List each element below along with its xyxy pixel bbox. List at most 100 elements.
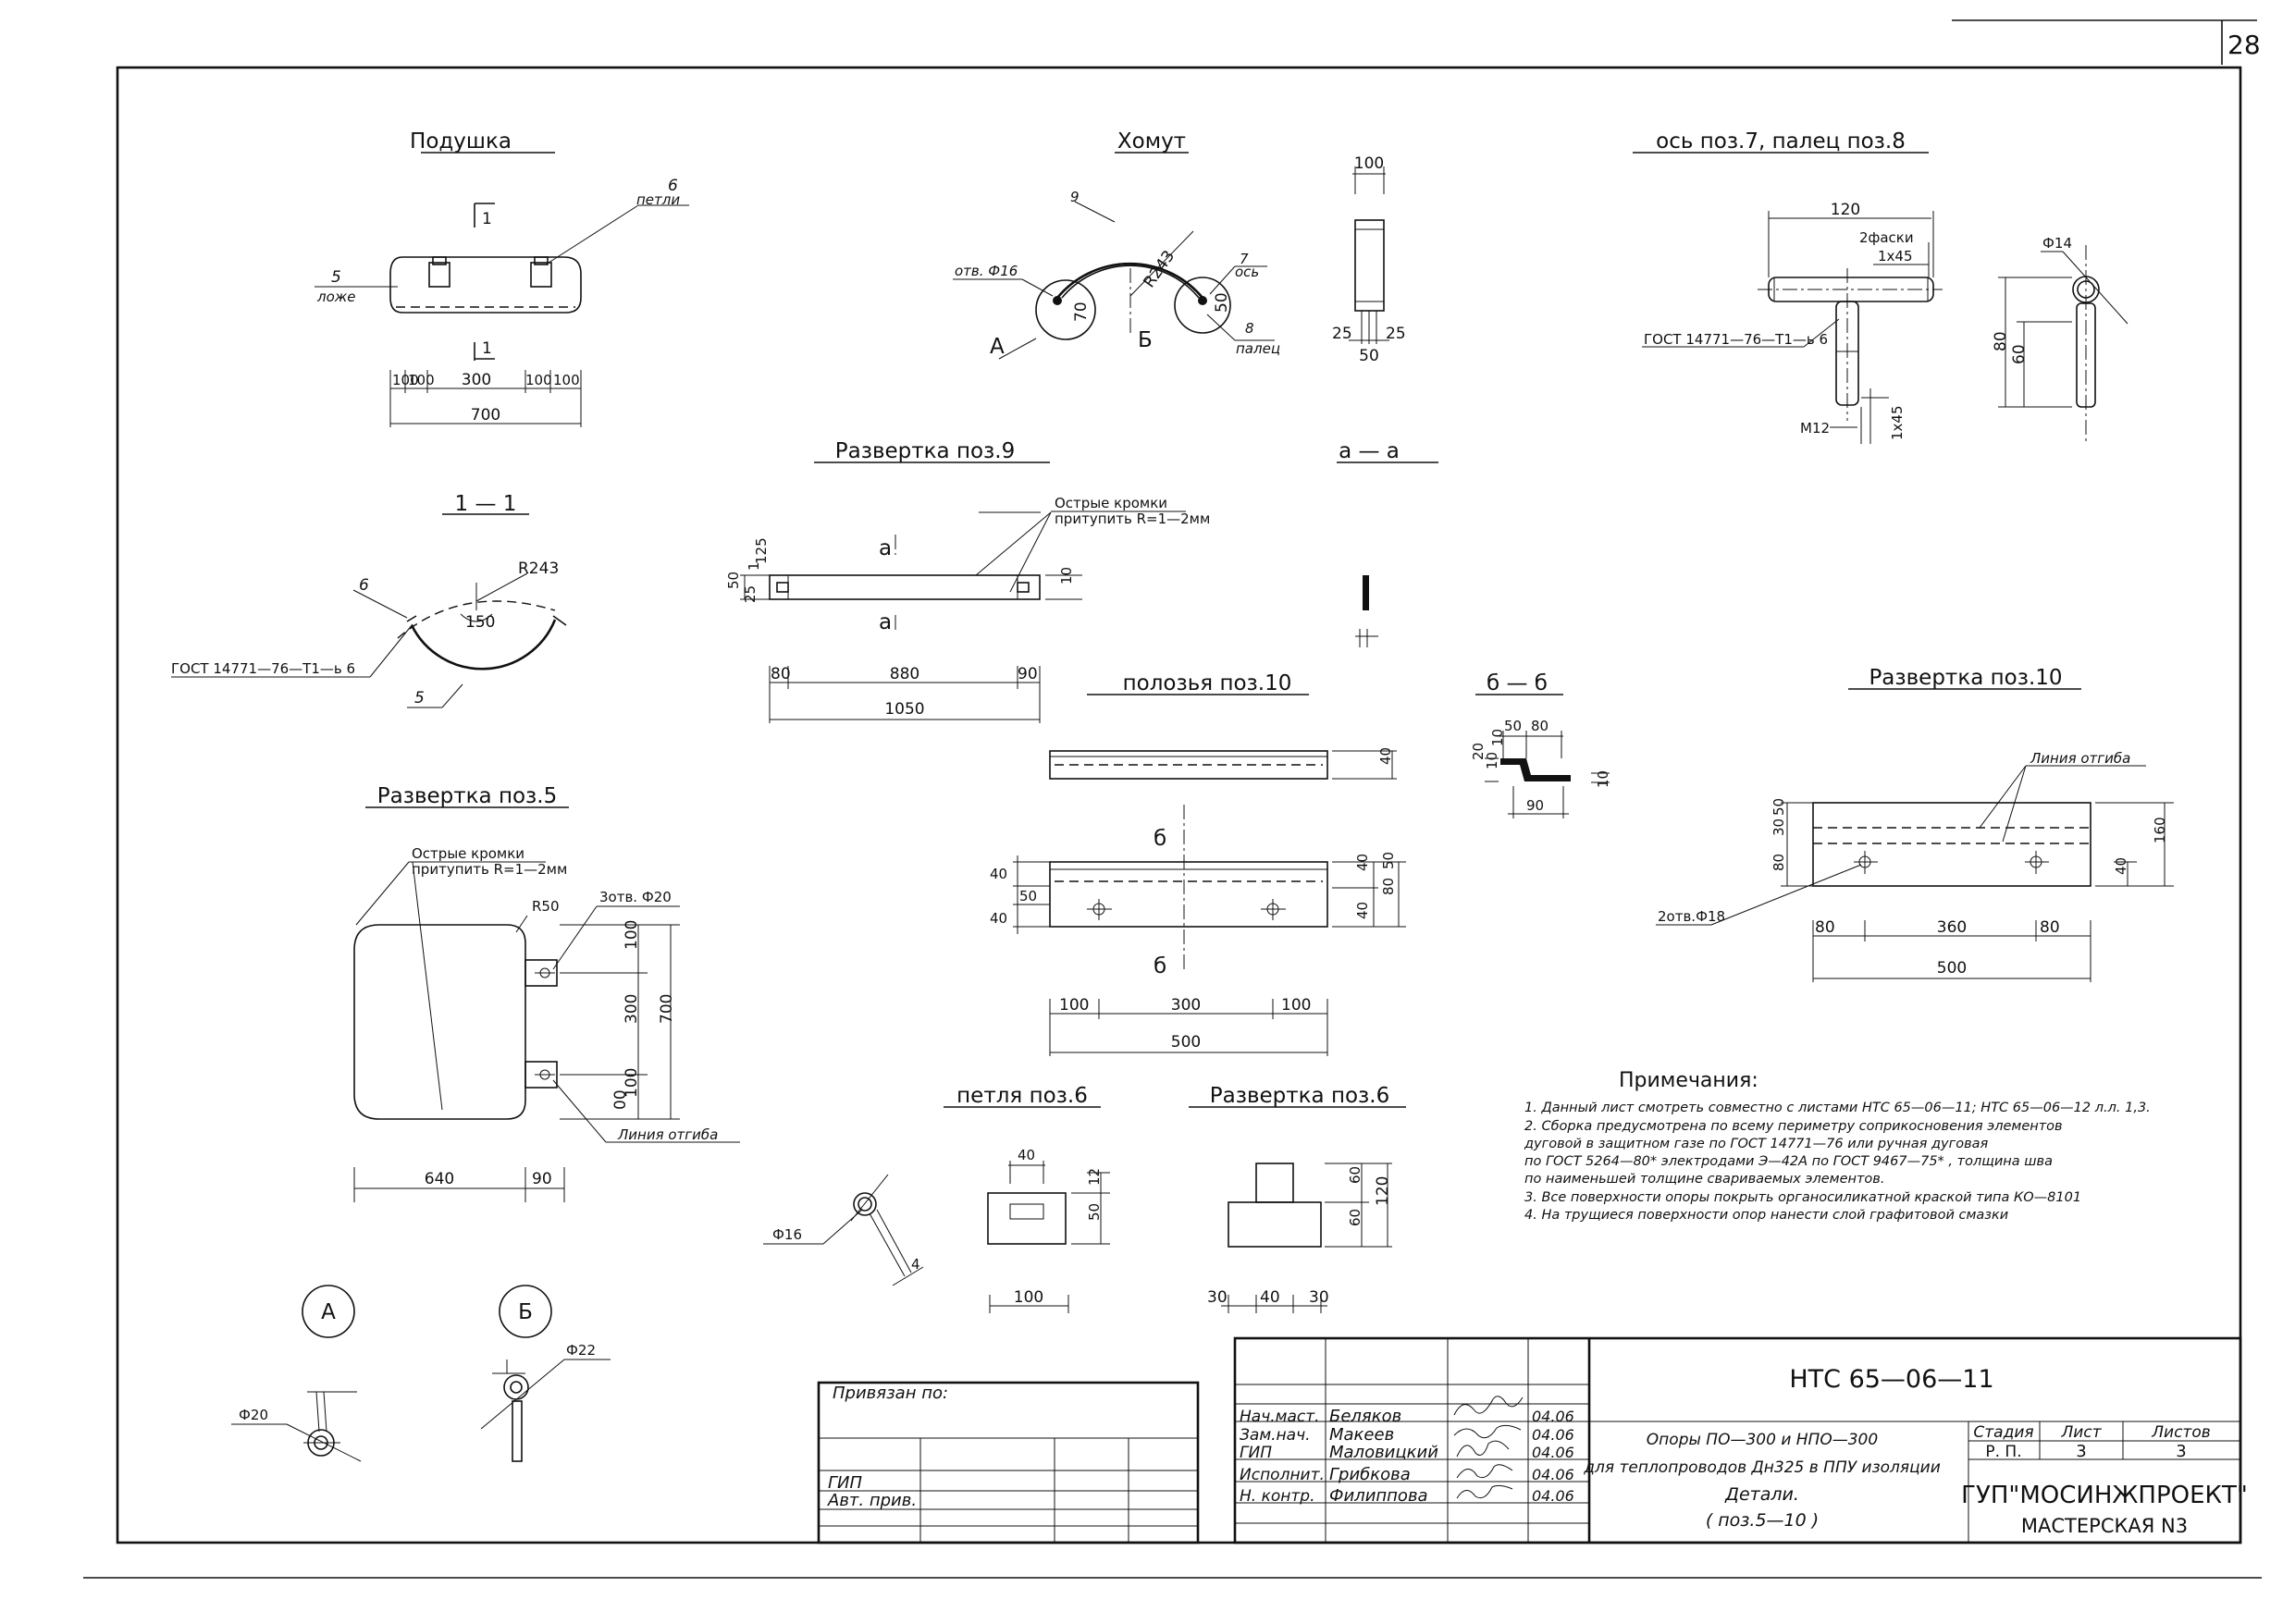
svg-text:500: 500	[1937, 959, 1967, 978]
detail-b: Б Ф22	[480, 1285, 611, 1462]
notes-heading: Примечания:	[1619, 1069, 1758, 1092]
svg-text:( поз.5—10 ): ( поз.5—10 )	[1706, 1510, 1819, 1531]
svg-text:5: 5	[414, 689, 425, 707]
svg-text:80: 80	[1992, 331, 2010, 351]
signature	[1456, 1464, 1513, 1479]
svg-text:50: 50	[1380, 852, 1397, 869]
svg-text:Ф16: Ф16	[772, 1226, 802, 1243]
svg-text:80: 80	[1531, 718, 1549, 734]
svg-text:50: 50	[1359, 347, 1379, 365]
svg-text:40: 40	[1260, 1288, 1280, 1307]
view-razv5: Развертка поз.5 Острые кромки притупить …	[353, 784, 740, 1202]
svg-text:МАСТЕРСКАЯ N3: МАСТЕРСКАЯ N3	[2021, 1515, 2188, 1537]
stamp-name: Грибкова	[1329, 1465, 1411, 1484]
svg-text:80: 80	[771, 665, 791, 683]
svg-text:Опоры ПО—300 и НПО—300: Опоры ПО—300 и НПО—300	[1647, 1431, 1878, 1449]
svg-text:петли: петли	[636, 191, 680, 208]
svg-text:500: 500	[1171, 1033, 1201, 1052]
svg-text:2отв.Ф18: 2отв.Ф18	[1658, 908, 1725, 925]
view-section-bb: б — б 50 80 20 10 10 90 10	[1470, 671, 1611, 818]
svg-text:б: б	[1154, 827, 1166, 851]
svg-text:М12: М12	[1800, 420, 1830, 437]
svg-text:R243: R243	[518, 560, 559, 578]
svg-text:100: 100	[553, 372, 580, 388]
title-section-aa: а — а	[1339, 439, 1400, 463]
svg-text:R50: R50	[532, 898, 560, 915]
view-axis-pin: ось поз.7, палец поз.8 120 2фаски 1х45 Г…	[1633, 129, 2128, 444]
svg-text:30: 30	[1207, 1288, 1228, 1307]
svg-text:Ф14: Ф14	[2042, 235, 2072, 252]
detail-a: А Ф20	[231, 1285, 362, 1462]
svg-text:а: а	[879, 536, 892, 560]
svg-text:1050: 1050	[884, 700, 924, 719]
svg-text:для теплопроводов Дн325 в ППУ: для теплопроводов Дн325 в ППУ изоляции	[1583, 1458, 1941, 1477]
svg-text:ГОСТ 14771—76—Т1—ь 6: ГОСТ 14771—76—Т1—ь 6	[171, 660, 355, 677]
binding-block: Привязан по: ГИП Авт. прив.	[817, 1381, 1200, 1544]
svg-text:R243: R243	[1140, 247, 1178, 291]
organization-name: ГУП"МОСИНЖПРОЕКТ"	[1961, 1482, 2248, 1509]
stamp-role: Исполнит.	[1240, 1466, 1325, 1484]
svg-text:1: 1	[482, 339, 492, 358]
svg-text:40: 40	[1354, 854, 1371, 871]
svg-text:7: 7	[1240, 251, 1249, 267]
svg-text:300: 300	[1171, 996, 1201, 1015]
note-line: дуговой в защитном газе по ГОСТ 14771—76…	[1524, 1137, 1988, 1151]
svg-text:50: 50	[1213, 292, 1231, 313]
svg-text:80: 80	[1380, 878, 1397, 895]
stamp-name: Филиппова	[1329, 1486, 1428, 1506]
stamp-name: Беляков	[1329, 1407, 1401, 1426]
svg-text:100: 100	[1014, 1288, 1043, 1307]
svg-text:70: 70	[1072, 301, 1091, 322]
svg-text:10: 10	[1489, 729, 1506, 746]
title-section-1-1: 1 — 1	[455, 492, 517, 516]
svg-text:50: 50	[1504, 718, 1522, 734]
svg-text:6: 6	[359, 576, 369, 595]
svg-text:Ф22: Ф22	[566, 1342, 596, 1359]
title-petlya: петля поз.6	[956, 1084, 1088, 1108]
view-razv9: Развертка поз.9 Острые кромки притупить …	[725, 439, 1210, 723]
svg-text:А: А	[990, 335, 1005, 359]
stamp-role: Нач.маст.	[1240, 1408, 1320, 1426]
svg-text:Стадия: Стадия	[1973, 1423, 2033, 1442]
note-line: по наименьшей толщине свариваемых элемен…	[1524, 1172, 1884, 1187]
svg-text:Лист: Лист	[2060, 1423, 2102, 1442]
note-line: 1. Данный лист смотреть совместно с лист…	[1524, 1101, 2151, 1115]
svg-text:100: 100	[525, 372, 552, 388]
view-polozya: полозья поз.10 40 б б 40 50 40	[990, 671, 1406, 1056]
title-axis: ось поз.7, палец поз.8	[1656, 129, 1906, 154]
svg-text:Привязан по:: Привязан по:	[833, 1384, 948, 1403]
svg-text:300: 300	[623, 994, 641, 1024]
svg-text:40: 40	[1018, 1147, 1035, 1163]
svg-text:4: 4	[911, 1256, 920, 1273]
title-razv6: Развертка поз.6	[1210, 1084, 1389, 1108]
svg-text:00: 00	[611, 1089, 630, 1110]
title-podushka: Подушка	[410, 129, 512, 154]
svg-text:100: 100	[1354, 154, 1384, 173]
view-razv10: Развертка поз.10 Линия отгиба 50 30 80 1…	[1656, 666, 2174, 982]
svg-text:90: 90	[1018, 665, 1038, 683]
svg-text:Детали.: Детали.	[1724, 1484, 1799, 1505]
svg-text:12: 12	[1086, 1168, 1103, 1186]
svg-text:150: 150	[465, 613, 495, 632]
svg-text:Линия отгиба: Линия отгиба	[2030, 750, 2130, 767]
view-podushka: Подушка 1 6 петли 5 ложе 1 100 100 300 1…	[315, 129, 689, 427]
svg-text:360: 360	[1937, 918, 1967, 937]
svg-text:Острые кромки: Острые кромки	[412, 845, 524, 862]
svg-text:ГИП: ГИП	[828, 1473, 862, 1493]
svg-text:отв. Ф16: отв. Ф16	[955, 263, 1018, 279]
svg-text:б: б	[1154, 954, 1166, 978]
stamp-date: 04.06	[1532, 1408, 1574, 1425]
svg-text:50: 50	[1019, 888, 1037, 904]
svg-text:100: 100	[408, 372, 435, 388]
title-razv10: Развертка поз.10	[1869, 666, 2062, 690]
view-section-1-1: 1 — 1 150 R243 6 ГОСТ 14771—76—Т1—ь 6 5	[171, 492, 567, 708]
stamp-name: Макеев	[1329, 1425, 1394, 1445]
svg-text:2фаски: 2фаски	[1859, 229, 1914, 246]
stamp-date: 04.06	[1532, 1466, 1574, 1483]
svg-text:700: 700	[471, 406, 500, 424]
stamp-date: 04.06	[1532, 1444, 1574, 1461]
view-khomut-side: 100 25 25 50	[1332, 154, 1406, 365]
stamp-role: ГИП	[1240, 1444, 1272, 1462]
svg-text:ГОСТ 14771—76—Т1—ь 6: ГОСТ 14771—76—Т1—ь 6	[1644, 331, 1828, 348]
